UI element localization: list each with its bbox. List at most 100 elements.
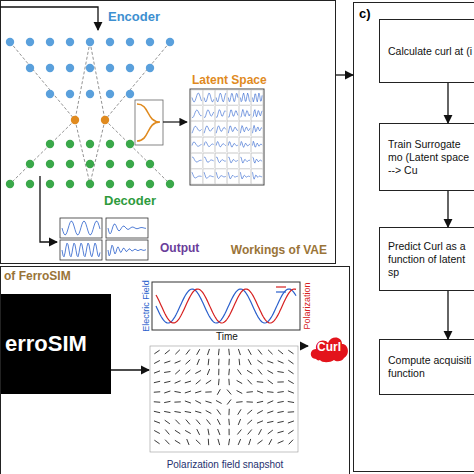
latent-cell-frame — [252, 106, 263, 121]
latent-curve — [228, 126, 238, 133]
latent-cell-frame — [227, 122, 238, 137]
latent-curve — [216, 157, 226, 163]
latent-curve — [253, 157, 263, 163]
latent-curve — [228, 94, 238, 102]
polarization-vector — [237, 430, 241, 435]
polarization-vector — [164, 381, 170, 382]
neuron — [6, 180, 14, 188]
polarization-vector — [267, 361, 273, 363]
polarization-vector — [288, 401, 294, 402]
polarization-vector — [154, 391, 160, 392]
neuron — [86, 180, 94, 188]
polarization-vector — [277, 371, 283, 373]
polarization-vector — [154, 381, 160, 382]
network-neurons — [6, 38, 174, 188]
polarization-vector — [227, 390, 231, 395]
flow-arrow — [447, 83, 448, 123]
latent-cell-frame — [239, 153, 250, 168]
polarization-vector — [228, 349, 230, 355]
latent-cell-frame — [191, 169, 202, 184]
node-text: Predict Curl as a function of latent sp — [388, 240, 474, 279]
process-box: Train Surrogate mo (Latent space --> Cu — [379, 123, 474, 191]
latent-cell — [239, 137, 250, 152]
polarization-vector — [206, 380, 211, 384]
polarization-vector — [154, 401, 160, 402]
latent-curve — [253, 93, 263, 102]
latent-cell — [252, 137, 263, 152]
workflow-panel: Calculate curl at (i Train Surrogate mo (… — [353, 2, 474, 472]
polarization-vector — [288, 411, 294, 412]
latent-curve — [228, 110, 238, 117]
simulator-box: erroSIM — [1, 294, 111, 394]
axis-label: Time — [216, 331, 238, 342]
node-text: Polarization field snapshot — [149, 459, 301, 470]
latent-cell — [191, 106, 202, 121]
polarization-vector — [197, 359, 199, 365]
polarization-vector — [164, 361, 170, 363]
input-arrow — [0, 7, 98, 30]
polarization-vector — [164, 391, 170, 393]
neuron — [106, 140, 114, 148]
polarization-vector — [267, 370, 273, 373]
latent-curve — [228, 142, 238, 147]
output-curve — [108, 245, 146, 256]
latent-cell-frame — [239, 106, 250, 121]
latent-cell — [239, 90, 250, 105]
latent-cell — [191, 137, 202, 152]
polarization-vector — [278, 350, 283, 354]
polarization-vector — [165, 420, 170, 424]
network-link — [105, 120, 170, 184]
latent-cell — [215, 90, 226, 105]
neuron — [26, 160, 34, 168]
polarization-vector — [257, 360, 262, 364]
polarization-vector — [196, 420, 200, 425]
polarization-vector — [278, 431, 284, 433]
latent-curve — [253, 172, 263, 179]
neuron — [101, 116, 109, 124]
latent-curve — [240, 142, 250, 148]
latent-cell-frame — [203, 153, 214, 168]
latent-curve — [240, 109, 250, 117]
neuron — [126, 160, 134, 168]
output-curve — [62, 221, 100, 235]
latent-curve — [240, 157, 250, 163]
latent-cell — [252, 90, 263, 105]
polarization-vector — [185, 411, 191, 412]
process-box: Compute acquisiti function — [379, 339, 474, 395]
polarization-vector — [218, 379, 220, 385]
node-text: Calculate curl at (i — [388, 45, 474, 58]
polarization-vector — [228, 379, 229, 385]
polarization-vector — [185, 430, 191, 433]
latent-curve — [216, 142, 226, 147]
latent-cell — [203, 106, 214, 121]
latent-grid-frame — [190, 89, 264, 185]
polarization-vector — [237, 391, 243, 394]
polarization-vector — [288, 430, 293, 434]
neuron — [126, 180, 134, 188]
output-plot-frame — [106, 240, 148, 260]
latent-curve — [216, 93, 226, 102]
latent-cell — [215, 153, 226, 168]
latent-cell — [215, 106, 226, 121]
latent-cell-frame — [191, 137, 202, 152]
network-link — [10, 42, 75, 120]
polarization-vector — [247, 410, 252, 414]
neuron — [46, 180, 54, 188]
polarization-vector — [238, 439, 240, 445]
neuron — [106, 90, 114, 98]
polarization-vector — [154, 440, 159, 444]
polarization-vector — [257, 381, 263, 383]
output-plot — [60, 240, 102, 260]
latent-curve — [192, 142, 202, 146]
polarization-vector — [247, 370, 252, 373]
time-curve — [156, 289, 296, 323]
latent-cell-frame — [239, 137, 250, 152]
latent-cell — [239, 169, 250, 184]
polarization-vector — [257, 410, 263, 413]
output-plot-frame — [60, 218, 102, 238]
polarization-vector — [185, 401, 191, 403]
latent-cell — [215, 122, 226, 137]
polarization-vector — [257, 440, 262, 444]
polarization-vector — [228, 359, 229, 365]
